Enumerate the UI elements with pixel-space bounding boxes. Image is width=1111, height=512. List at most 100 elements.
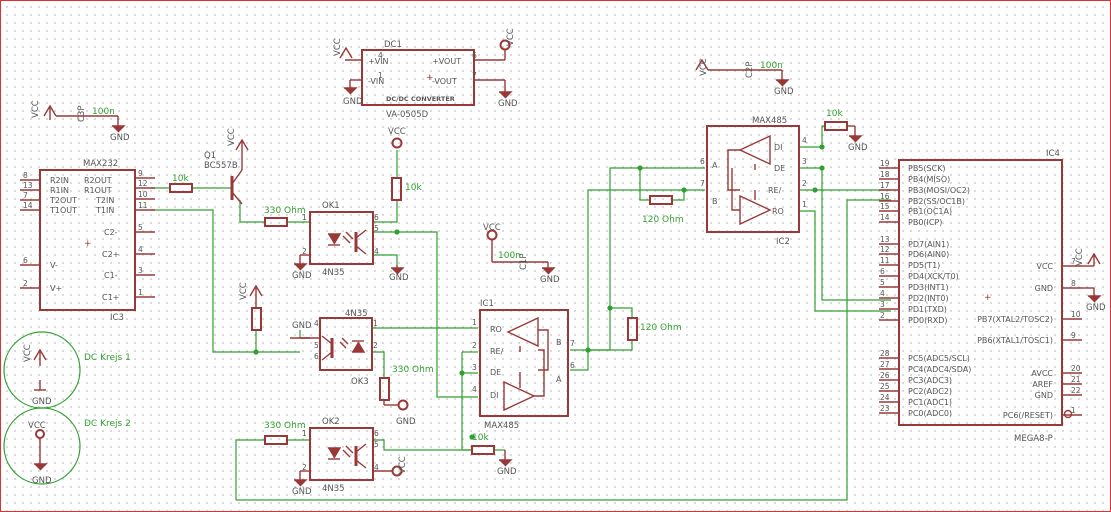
ic2-name: IC2 (776, 237, 790, 247)
ic4-pin-num: 19 (880, 159, 890, 168)
resistor-value: 120 Ohm (642, 215, 684, 225)
ic3-pin-num: 7 (23, 191, 28, 200)
ic2-pin-num: 7 (700, 179, 705, 188)
ic4-pin-num: 16 (880, 192, 890, 201)
ic4-pin-label: PC2(ADC2) (908, 387, 952, 396)
vcc-label: VCC (398, 456, 408, 474)
ic3-pin-num: 9 (138, 169, 143, 178)
resistor-330-ok3[interactable]: 330 Ohm GND (379, 365, 434, 427)
ok2-model: 4N35 (322, 484, 345, 494)
vcc-label: VCC (31, 100, 41, 118)
ic4-pin-label: PD7(AIN1) (908, 240, 949, 249)
dc-circuit-2[interactable]: VCC GND DC Krejs 2 (3, 407, 131, 486)
ic4-pin-label: PB7(XTAL2/TOSC2) (977, 315, 1053, 324)
capacitor-c3p[interactable]: VCC C3P 100n GND (31, 100, 130, 143)
ic3-pin-label: T1OUT (49, 206, 77, 215)
ic3-pin-num: 1 (138, 288, 143, 297)
ok1-model: 4N35 (322, 268, 345, 278)
capacitor-c1p[interactable]: VCC C1P 100n GND (483, 223, 560, 285)
ic4-pin-num: 6 (880, 267, 885, 276)
ic4-pin-label: PC5(ADC5/SCL) (908, 354, 970, 363)
mcu-ic4[interactable]: IC4 MEGA8-P + 19PB5(SCK)18PB4(MISO)17PB3… (879, 149, 1082, 444)
ic3-max232[interactable]: MAX232 IC3 + 8 13 7 14 6 2 R2IN R1IN T2O… (20, 159, 155, 323)
vcc-label: VCC (388, 127, 406, 137)
ic4-pin-label: PC0(ADC0) (908, 409, 952, 418)
rs485-ic2[interactable]: MAX485 IC2 A B DI DE RE/ RO 6 7 4 3 2 1 (700, 116, 807, 247)
ic3-pin-num: 8 (23, 171, 28, 180)
ic4-pin-label: PC3(ADC3) (908, 376, 952, 385)
optocoupler-ok1[interactable]: OK1 4N35 1 2 6 5 4 GND (292, 201, 379, 281)
optocoupler-ok2[interactable]: OK2 4N35 1 2 6 5 4 GND VCC (292, 417, 408, 497)
ic3-pin-label: R1OUT (84, 186, 112, 195)
gnd-label: GND (32, 476, 52, 486)
ic4-pin-num: 10 (1071, 310, 1081, 319)
svg-text:2: 2 (302, 247, 307, 256)
q1-model: BC557B (204, 161, 238, 171)
resistor-10k-ok2[interactable]: 10k GND (471, 433, 517, 477)
ic4-pin-label: PD1(TXD) (908, 305, 947, 314)
dcdc-converter-dc1[interactable]: DC1 VA-0505D DC/DC CONVERTER + +VIN -VIN… (333, 28, 518, 120)
ic1-pin-label: DE (490, 368, 501, 377)
ic2-pin-label: RO (772, 207, 784, 216)
ic3-pin-label: T1IN (95, 206, 114, 215)
resistor-10k-ok1[interactable]: 10k VCC GND (388, 127, 422, 283)
ic1-pin-num: 6 (570, 361, 575, 370)
svg-text:4: 4 (314, 319, 319, 328)
optocoupler-ok3[interactable]: 4N35 OK3 4 5 6 1 2 GND (290, 309, 378, 387)
svg-text:2: 2 (373, 341, 378, 350)
ic1-pin-label: DI (490, 391, 499, 400)
ic4-name: IC4 (1046, 149, 1060, 159)
resistor-ok3-pullup[interactable]: VCC (239, 282, 263, 331)
dc-circuit-1[interactable]: VCC GND DC Krejs 1 (3, 331, 131, 409)
resistor-10k-ic2[interactable]: 10k GND (824, 109, 868, 153)
gnd-label: GND (540, 275, 560, 285)
vcc-label: VCC (227, 128, 237, 146)
resistor-10k-q1[interactable]: 10k (169, 174, 193, 193)
ic2-pin-label: DI (774, 143, 783, 152)
dc1-name: DC1 (384, 40, 402, 50)
svg-text:4: 4 (374, 247, 379, 256)
ic3-pin-label: T2OUT (49, 196, 77, 205)
svg-text:5: 5 (374, 224, 379, 233)
ic4-pin-label: PD4(XCK/T0) (908, 272, 959, 281)
net-junctions (253, 144, 825, 440)
ic4-pin-num: 11 (880, 256, 890, 265)
ic4-pin-num: 22 (1071, 386, 1081, 395)
ic4-pin-num: 12 (880, 245, 890, 254)
ic3-pin-num: 11 (138, 201, 148, 210)
ic4-pin-label: GND (1035, 391, 1053, 400)
rs485-ic1[interactable]: IC1 MAX485 RO RE/ DE DI B A 1 2 3 4 7 6 (472, 299, 575, 431)
ic1-pin-num: 1 (472, 318, 477, 327)
dc1-pin-num: 6 (472, 51, 477, 60)
ic3-pin-num: 2 (23, 279, 28, 288)
ic4-pin-num: 1 (1071, 406, 1076, 415)
resistor-120-ic2[interactable]: 120 Ohm (642, 195, 684, 225)
dc1-pin-num: 1 (378, 71, 383, 80)
svg-text:1: 1 (302, 429, 307, 438)
transistor-q1[interactable]: Q1 BC557B VCC (204, 128, 249, 205)
dc1-pin-label: -VOUT (432, 77, 457, 86)
resistor-330-ok1[interactable]: 330 Ohm (264, 206, 306, 227)
svg-text:6: 6 (374, 429, 379, 438)
ic1-pin-num: 4 (472, 385, 477, 394)
ic1-pin-label: RE/ (490, 347, 504, 356)
resistor-value: 120 Ohm (640, 323, 682, 333)
q1-name: Q1 (204, 151, 216, 161)
resistor-value: 10k (172, 174, 189, 184)
ic2-pin-label: RE/ (768, 186, 782, 195)
net-wires (151, 125, 891, 501)
dc-circuit-label: DC Krejs 2 (84, 419, 131, 429)
ic4-right-pins: 7VCC8GND10PB7(XTAL2/TOSC2)9PB6(XTAL1/TOS… (977, 257, 1082, 420)
ic1-pin-num: 7 (570, 339, 575, 348)
ic3-pin-num: 5 (138, 223, 143, 232)
ic2-pin-label: B (712, 197, 718, 206)
resistor-330-ok2[interactable]: 330 Ohm (264, 421, 306, 445)
vcc-label: VCC (239, 282, 249, 300)
ic4-pin-num: 9 (1071, 331, 1076, 340)
ic4-pin-label: PD5(T1) (908, 261, 940, 270)
resistor-120-ic1[interactable]: 120 Ohm (627, 317, 682, 341)
ic2-model: MAX485 (752, 116, 787, 126)
capacitor-c2p[interactable]: VCC C2P 100n GND (695, 58, 794, 97)
gnd-label: GND (497, 467, 517, 477)
ic4-pin-num: 18 (880, 170, 890, 179)
